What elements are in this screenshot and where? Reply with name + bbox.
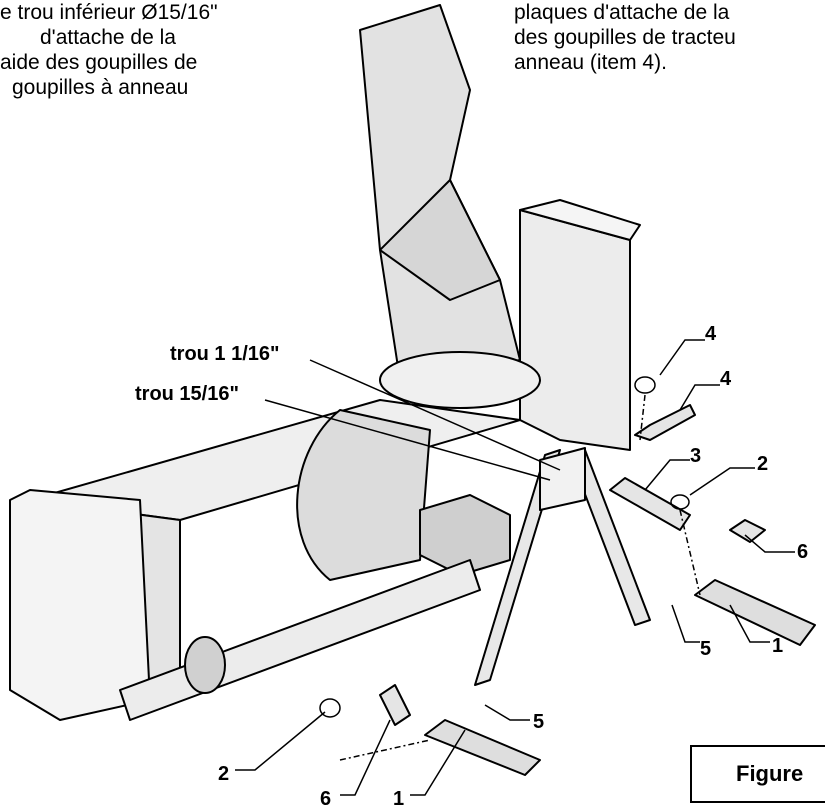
- instruction-right-line-1: plaques d'attache de la: [514, 1, 730, 24]
- ring-pin-2-right: [670, 494, 690, 510]
- pin-6-right: [729, 519, 766, 543]
- pin-4: [634, 404, 696, 441]
- callout-1-left: 1: [393, 788, 404, 808]
- instruction-left-line-2: d'attache de la: [40, 26, 176, 49]
- side-panel: [9, 489, 151, 721]
- callout-2-right: 2: [757, 453, 768, 475]
- callout-hole-15-16: trou 15/16": [135, 383, 239, 405]
- gearbox: [419, 494, 511, 576]
- hitch-mast: [539, 447, 586, 511]
- ring-pin-2-left: [319, 698, 341, 718]
- attach-plate-right: [694, 579, 816, 646]
- instruction-left-line-1: e trou inférieur Ø15/16": [0, 1, 218, 24]
- figure-label-box: Figure: [690, 745, 825, 803]
- fan-housing: [296, 409, 431, 581]
- callout-5-right: 5: [700, 638, 711, 660]
- ring-pin-4: [634, 376, 656, 394]
- callout-6-right: 6: [797, 541, 808, 563]
- callout-2-left: 2: [218, 763, 229, 785]
- instruction-left-line-3: aide des goupilles de: [0, 51, 198, 74]
- chute-collar: [379, 351, 541, 409]
- rear-housing: [519, 209, 631, 451]
- callout-hole-1-1-16: trou 1 1/16": [170, 343, 280, 365]
- instruction-right-line-2: des goupilles de tracteu: [514, 26, 736, 49]
- figure-label: Figure: [736, 761, 804, 786]
- instruction-text-right: plaques d'attache de la des goupilles de…: [514, 0, 736, 75]
- attach-plate-left: [424, 719, 541, 776]
- shaft-flange: [184, 636, 226, 694]
- callout-4-mid: 4: [720, 368, 732, 390]
- callout-5-left: 5: [533, 711, 544, 733]
- callout-4-top: 4: [705, 323, 717, 345]
- instruction-left-line-4: goupilles à anneau: [12, 76, 189, 99]
- callout-6-left: 6: [320, 788, 331, 808]
- hitch-frame-left: [474, 449, 561, 686]
- pin-3: [609, 477, 691, 531]
- pin-6-left: [379, 684, 411, 726]
- callout-3: 3: [690, 445, 701, 467]
- instruction-text-left: e trou inférieur Ø15/16" d'attache de la…: [0, 0, 300, 100]
- instruction-right-line-3: anneau (item 4).: [514, 51, 667, 74]
- callout-1-right: 1: [772, 635, 783, 657]
